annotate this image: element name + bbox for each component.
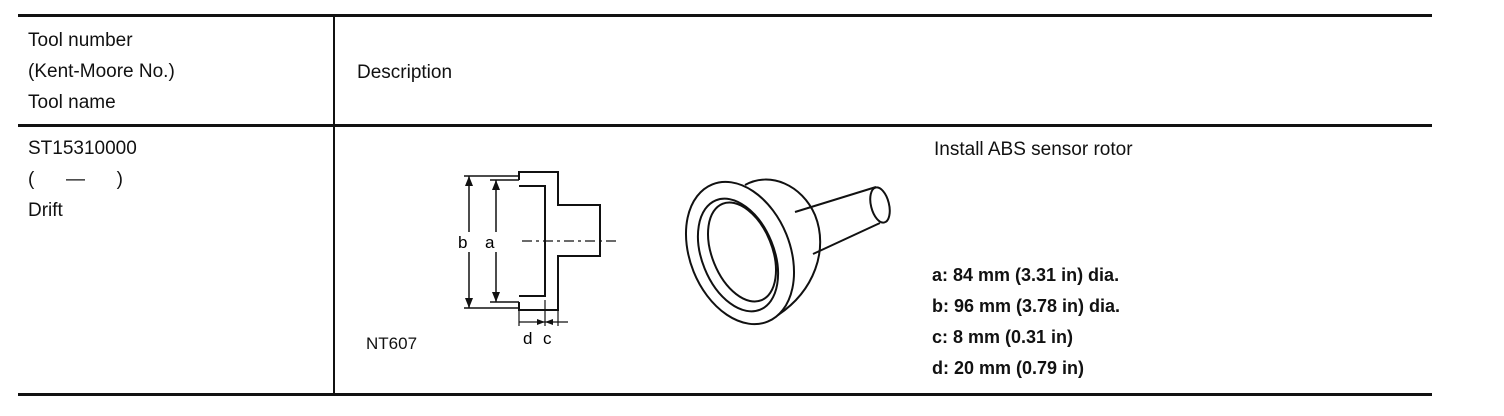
spec-c: c: 8 mm (0.31 in) [932,327,1074,347]
kent-moore-number: ( — ) [28,169,123,190]
tool-purpose: Install ABS sensor rotor [934,139,1133,160]
tool-number: ST15310000 [28,138,137,159]
dimension-label-c: c [543,329,552,348]
dimension-label-b: b [458,233,467,252]
dimension-label-d: d [523,329,532,348]
drift-section-drawing: b a d c [457,171,616,348]
header-kent-moore: (Kent-Moore No.) [28,61,175,82]
spec-b: b: 96 mm (3.78 in) dia. [932,296,1121,316]
header-divider-rule [18,124,1432,127]
spec-d: d: 20 mm (0.79 in) [932,358,1085,378]
table-bottom-rule [18,393,1432,396]
header-tool-number: Tool number [28,30,133,51]
dimension-label-a: a [485,233,495,252]
spec-a: a: 84 mm (3.31 in) dia. [932,265,1120,285]
table-top-rule [18,14,1432,17]
tool-name: Drift [28,200,63,221]
figure-code: NT607 [366,334,418,353]
header-tool-name: Tool name [28,92,116,113]
drift-perspective-drawing [684,178,891,326]
header-description: Description [357,62,453,83]
column-divider [333,16,335,395]
